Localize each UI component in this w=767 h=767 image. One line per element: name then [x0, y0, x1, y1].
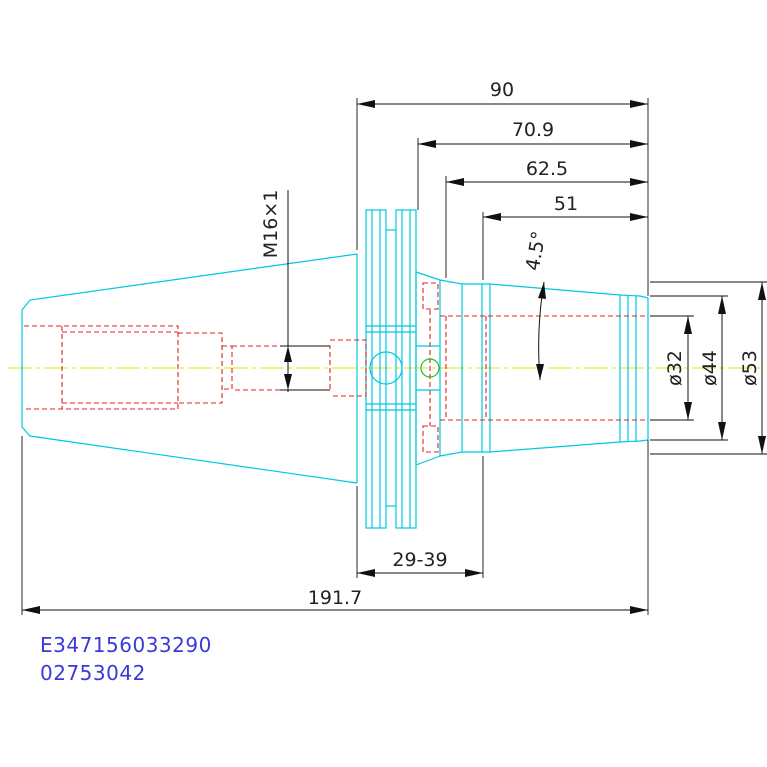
- nose-body: [439, 279, 649, 457]
- dim-191-7: 191.7: [308, 587, 362, 609]
- dimension-lines: [22, 100, 766, 614]
- flange: [365, 209, 441, 529]
- dim-dia-53: ø53: [739, 350, 761, 386]
- order-number: 02753042: [40, 661, 146, 685]
- dim-dia-32: ø32: [664, 350, 686, 386]
- dim-51: 51: [554, 193, 578, 215]
- dim-taper-angle: 4.5°: [522, 229, 551, 272]
- part-number: E347156033290: [40, 633, 212, 657]
- cross-hole: [369, 345, 440, 391]
- dim-62-5: 62.5: [526, 158, 568, 180]
- extension-lines: [21, 98, 767, 615]
- dim-thread-m16: M16×1: [260, 190, 282, 259]
- dim-dia-44: ø44: [699, 350, 721, 386]
- dim-90: 90: [490, 79, 514, 101]
- dim-29-39: 29-39: [392, 549, 447, 571]
- taper-shank: [21, 253, 358, 484]
- dim-70-9: 70.9: [512, 119, 554, 141]
